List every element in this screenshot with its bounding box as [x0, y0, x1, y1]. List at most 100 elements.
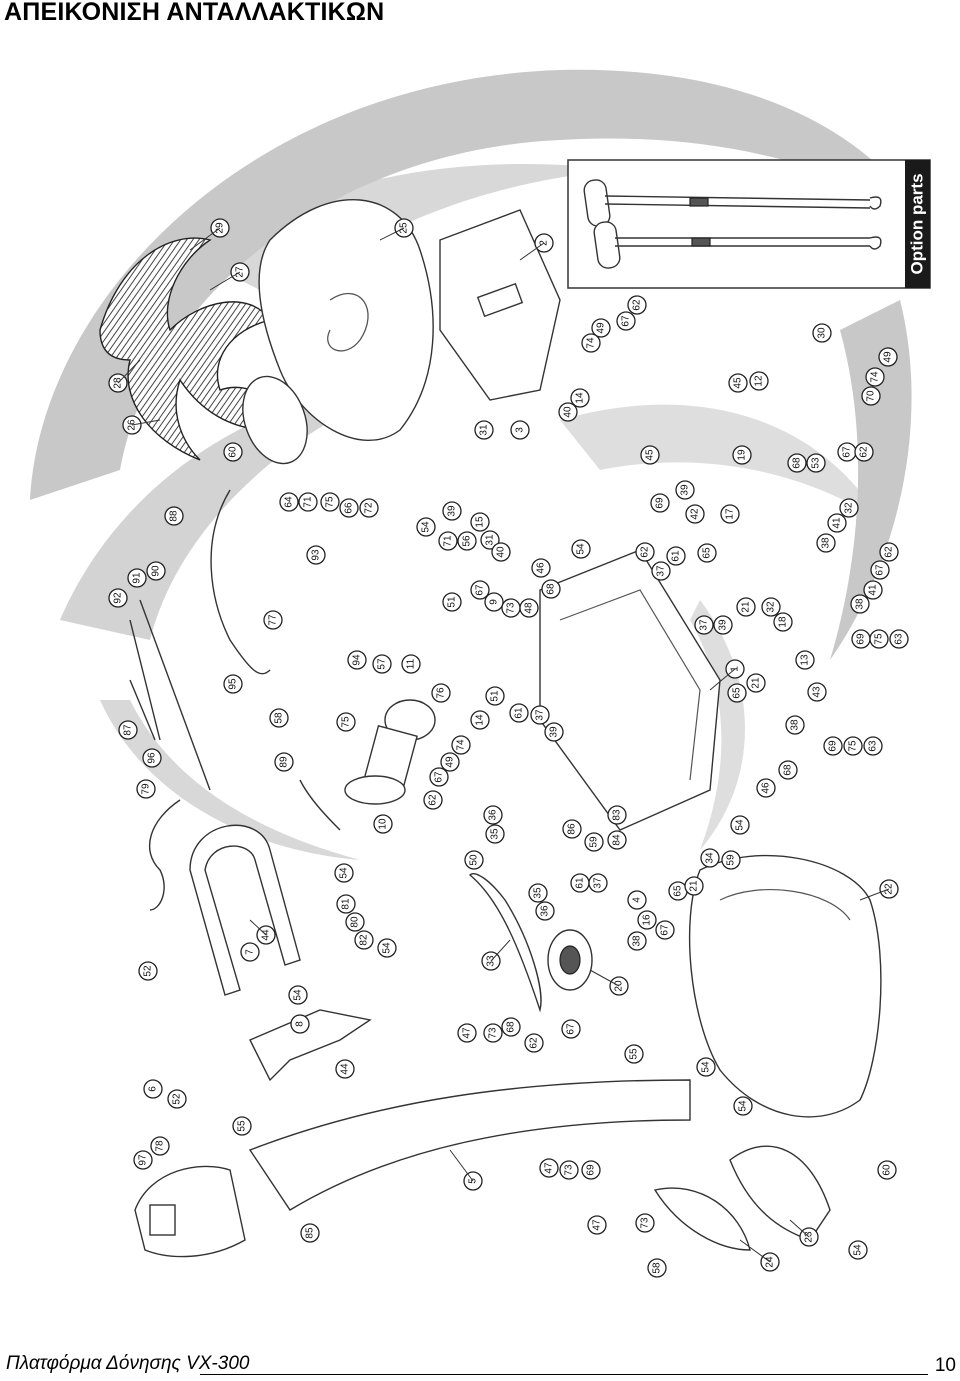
callout-label: 94	[352, 654, 363, 666]
callout-circle	[531, 558, 551, 578]
callout-54: 54	[733, 1096, 753, 1116]
leader-line	[209, 271, 241, 291]
callout-67: 67	[470, 580, 490, 600]
callout-74: 74	[581, 333, 601, 353]
callout-label: 45	[733, 377, 744, 389]
callout-label: 67	[475, 584, 486, 596]
callout-74: 74	[865, 367, 885, 387]
callout-label: 12	[754, 375, 765, 387]
callout-label: 39	[718, 619, 729, 631]
callout-label: 49	[883, 351, 894, 363]
callout-label: 75	[874, 633, 885, 645]
callout-label: 80	[350, 916, 361, 928]
leader-line	[117, 359, 141, 384]
callout-37: 37	[530, 705, 550, 725]
callout-circle	[587, 1215, 607, 1235]
callout-label: 52	[143, 965, 154, 977]
callout-circle	[377, 938, 397, 958]
callout-63: 63	[863, 736, 883, 756]
callout-label: 87	[123, 724, 134, 736]
callout-label: 9	[489, 599, 500, 605]
callout-circle	[879, 542, 899, 562]
callout-label: 13	[800, 654, 811, 666]
callout-label: 19	[737, 449, 748, 461]
callout-label: 54	[735, 819, 746, 831]
callout-circle	[581, 333, 601, 353]
cable-79-part	[149, 799, 181, 911]
callout-21: 21	[736, 597, 756, 617]
callout-label: 35	[490, 828, 501, 840]
callout-35: 35	[528, 883, 548, 903]
callout-circle	[848, 1240, 868, 1260]
callout-69: 69	[650, 493, 670, 513]
callout-circle	[544, 722, 564, 742]
leader-line	[449, 1149, 474, 1182]
callout-68: 68	[787, 453, 807, 473]
callout-65: 65	[727, 683, 747, 703]
callout-label: 10	[378, 818, 389, 830]
callout-circle	[279, 492, 299, 512]
callout-label: 97	[138, 1154, 149, 1166]
callout-38: 38	[850, 594, 870, 614]
callout-label: 38	[632, 935, 643, 947]
callout-label: 78	[155, 1140, 166, 1152]
callout-label: 18	[778, 616, 789, 628]
callout-label: 69	[828, 740, 839, 752]
footer-model-name: Πλατφόρμα Δόνησης VX-300	[6, 1353, 250, 1374]
callout-label: 11	[406, 658, 417, 669]
callout-circle	[627, 931, 647, 951]
callout-label: 67	[875, 564, 886, 576]
option-bars-illustration	[583, 179, 882, 269]
callout-circle	[635, 1213, 655, 1233]
callout-label: 67	[621, 315, 632, 327]
callout-circle	[827, 513, 847, 533]
callout-62: 62	[423, 790, 443, 810]
callout-label: 36	[540, 905, 551, 917]
callout-label: 58	[274, 712, 285, 724]
callout-label: 54	[738, 1100, 749, 1112]
callout-circle	[684, 876, 704, 896]
callout-58: 58	[647, 1258, 667, 1278]
callout-circle	[484, 592, 504, 612]
callout-label: 58	[652, 1262, 663, 1274]
callout-circle	[416, 517, 436, 537]
callout-67: 67	[655, 920, 675, 940]
callout-label: 67	[566, 1023, 577, 1035]
leader-line	[709, 668, 736, 691]
callout-67: 67	[870, 560, 890, 580]
callout-14: 14	[570, 388, 590, 408]
callout-circle	[561, 1019, 581, 1039]
callout-circle	[509, 703, 529, 723]
callout-68: 68	[501, 1017, 521, 1037]
callout-circle	[133, 1150, 153, 1170]
callout-75: 75	[320, 492, 340, 512]
callout-label: 49	[596, 322, 607, 334]
callout-62: 62	[854, 442, 874, 462]
power-cable-part	[210, 489, 271, 675]
callout-56: 56	[457, 531, 477, 551]
callout-label: 68	[546, 583, 557, 595]
callout-65: 65	[697, 543, 717, 563]
callout-53: 53	[806, 453, 826, 473]
callout-68: 68	[541, 579, 561, 599]
callout-circle	[839, 498, 859, 518]
callout-41: 41	[863, 580, 883, 600]
callout-9: 9	[484, 592, 504, 612]
callout-73: 73	[559, 1160, 579, 1180]
callout-45: 45	[640, 445, 660, 465]
callout-label: 60	[228, 446, 239, 458]
callout-label: 90	[151, 565, 162, 577]
callout-92: 92	[108, 588, 128, 608]
option-parts-label: Option parts	[908, 173, 927, 274]
callout-70: 70	[861, 386, 881, 406]
callout-label: 47	[592, 1219, 603, 1231]
callout-76: 76	[431, 683, 451, 703]
callout-label: 75	[341, 716, 352, 728]
callout-label: 54	[339, 867, 350, 879]
callout-label: 74	[586, 337, 597, 349]
callout-59: 59	[584, 832, 604, 852]
callout-circle	[223, 442, 243, 462]
callout-62: 62	[627, 295, 647, 315]
callout-circle	[647, 1258, 667, 1278]
callout-label: 15	[475, 516, 486, 528]
